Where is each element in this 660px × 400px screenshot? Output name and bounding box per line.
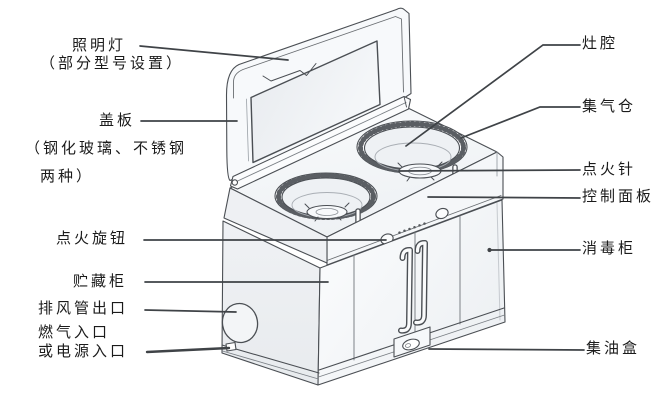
label-ignition-needle: 点火针: [582, 162, 637, 178]
gas-power-inlet-port: [225, 341, 237, 352]
label-cover-plate: 盖板: [99, 113, 136, 129]
door-handle-left: [398, 246, 413, 334]
label-stove-cavity: 灶腔: [582, 36, 619, 52]
label-lighting-lamp: 照明灯: [72, 38, 127, 54]
right-burner-igniter-marks: [397, 161, 443, 182]
leader-lines: [139, 44, 585, 354]
lid-hinge-bar: [229, 95, 412, 190]
right-burner: [356, 120, 473, 195]
leader-exhaust-outlet: [144, 309, 237, 313]
label-power-inlet: 或电源入口: [38, 344, 129, 360]
label-cover-plate-note-1: （钢化玻璃、不锈钢: [25, 141, 188, 157]
lamp-notch: [262, 63, 317, 82]
label-storage-cabinet: 贮藏柜: [73, 274, 128, 290]
leader-gas-inlet: [145, 346, 231, 354]
ignition-knob-right: [435, 207, 449, 220]
topbox-left-face: [223, 187, 328, 264]
leader-control-panel: [427, 196, 581, 199]
door-handle-right: [413, 239, 428, 326]
left-burner-igniter-marks: [304, 202, 350, 222]
label-gas-collection-chamber: 集气仓: [582, 99, 637, 115]
oil-box: [393, 326, 431, 358]
label-control-panel: 控制面板: [582, 189, 655, 205]
glass-panel: [250, 40, 381, 164]
label-ignition-knob: 点火旋钮: [56, 231, 129, 247]
label-exhaust-duct-outlet: 排风管出口: [38, 301, 129, 317]
leader-stove-cavity: [405, 44, 581, 147]
leader-oil-box: [428, 348, 585, 351]
leader-ignition-needle: [398, 169, 581, 172]
label-cover-plate-note-2: 两种）: [40, 169, 95, 185]
exhaust-outlet-hole: [221, 302, 259, 344]
cover-lid: [225, 7, 412, 190]
label-oil-collection-box: 集油盒: [586, 341, 641, 357]
leader-gas-chamber: [460, 106, 581, 139]
label-disinfection-cabinet: 消毒柜: [582, 241, 637, 257]
indicator-dots: [398, 222, 426, 234]
leader-lighting-lamp: [139, 45, 289, 61]
label-gas-inlet: 燃气入口: [38, 325, 111, 341]
label-lighting-lamp-note: （部分型号设置）: [40, 56, 185, 72]
